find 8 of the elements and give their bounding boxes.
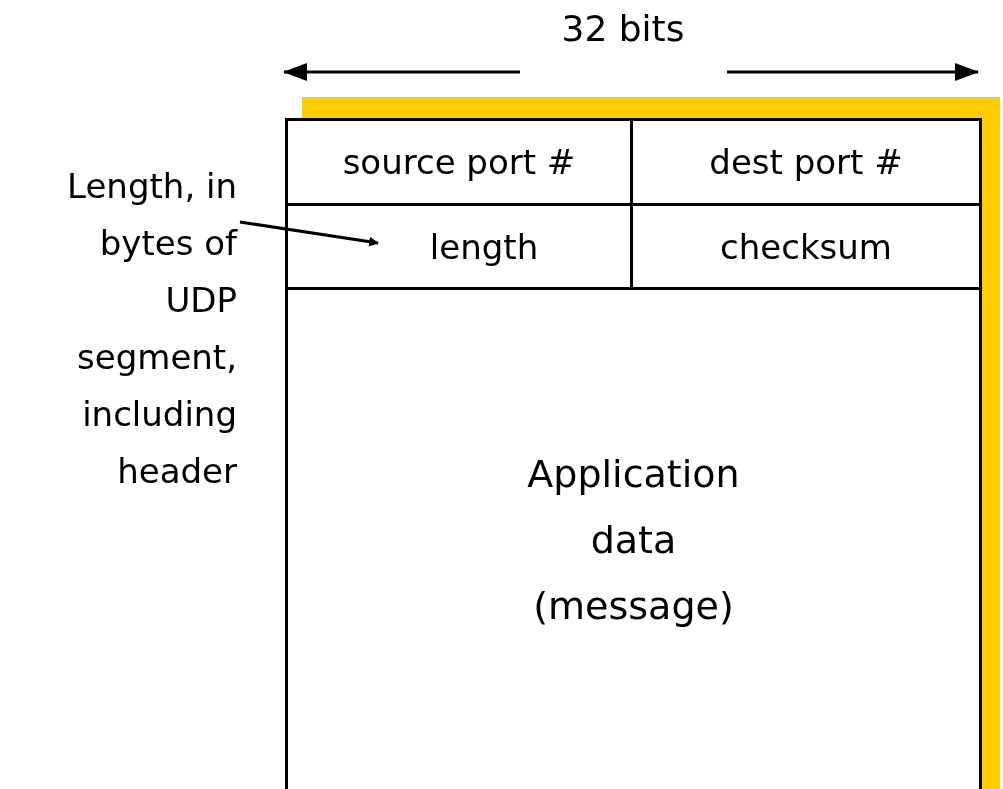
annotation-text: Length, in bytes of UDP segment, including header (18, 158, 237, 500)
header-field: length (288, 206, 633, 290)
header-field: checksum (633, 206, 979, 290)
payload-text: Application data (message) (526, 451, 741, 630)
dimension-label: 32 bits (560, 8, 686, 49)
header-field: source port # (288, 121, 633, 206)
leader-line (239, 220, 379, 247)
header-field: dest port # (633, 121, 979, 206)
